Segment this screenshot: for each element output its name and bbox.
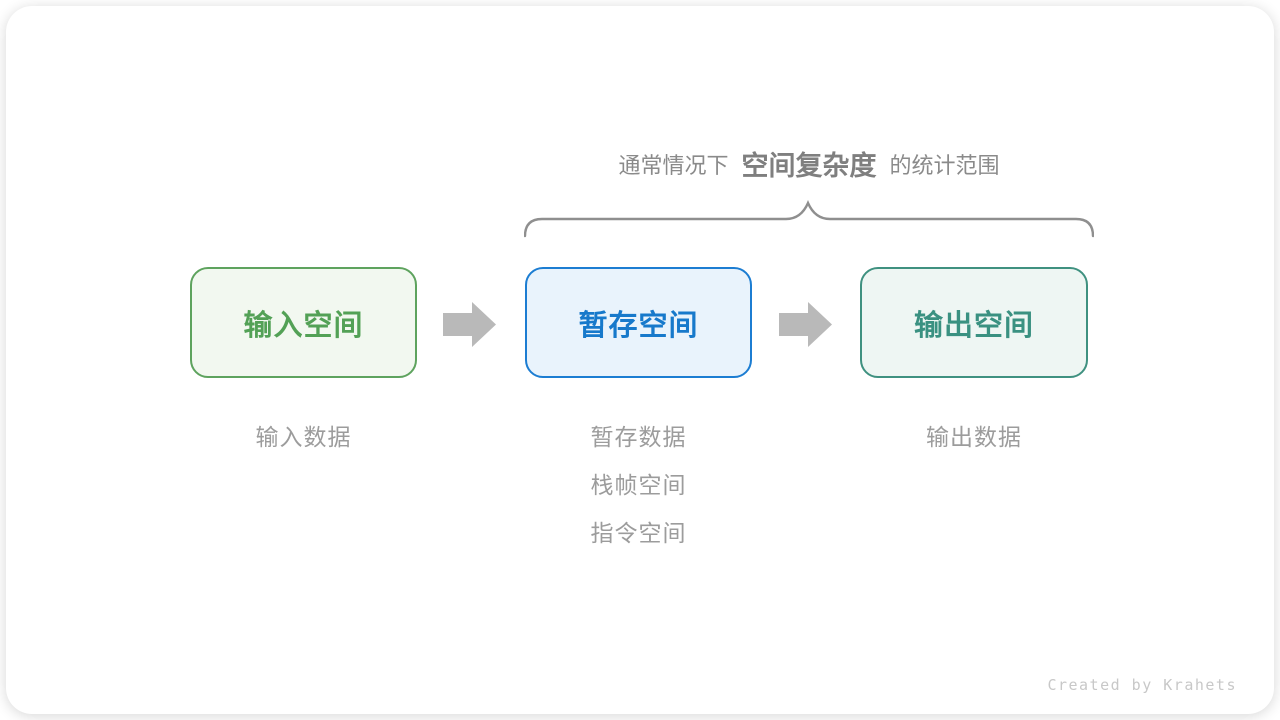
note-line: 指令空间: [590, 520, 687, 546]
brace-icon: [524, 200, 1094, 238]
credit-text: Created by Krahets: [1047, 676, 1237, 694]
note-line: 栈帧空间: [590, 472, 687, 498]
box-output-space-label: 输出空间: [913, 309, 1034, 342]
note-output: 输出数据: [860, 413, 1088, 461]
note-input: 输入数据: [190, 413, 417, 461]
title-highlight: 空间复杂度: [741, 151, 877, 181]
note-line: 输出数据: [926, 424, 1022, 450]
diagram-title: 通常情况下空间复杂度的统计范围: [524, 144, 1094, 183]
note-line: 暂存数据: [590, 424, 687, 450]
title-prefix: 通常情况下: [618, 153, 729, 178]
note-temp: 暂存数据 栈帧空间 指令空间: [525, 413, 752, 557]
box-temp-space-label: 暂存空间: [578, 309, 699, 342]
box-input-space: 输入空间: [190, 267, 417, 378]
box-input-space-label: 输入空间: [243, 309, 364, 342]
title-suffix: 的统计范围: [889, 153, 1000, 178]
box-temp-space: 暂存空间: [525, 267, 752, 378]
arrow-right-icon: [443, 302, 496, 347]
note-line: 输入数据: [255, 424, 352, 450]
arrow-right-icon: [779, 302, 832, 347]
box-output-space: 输出空间: [860, 267, 1088, 378]
